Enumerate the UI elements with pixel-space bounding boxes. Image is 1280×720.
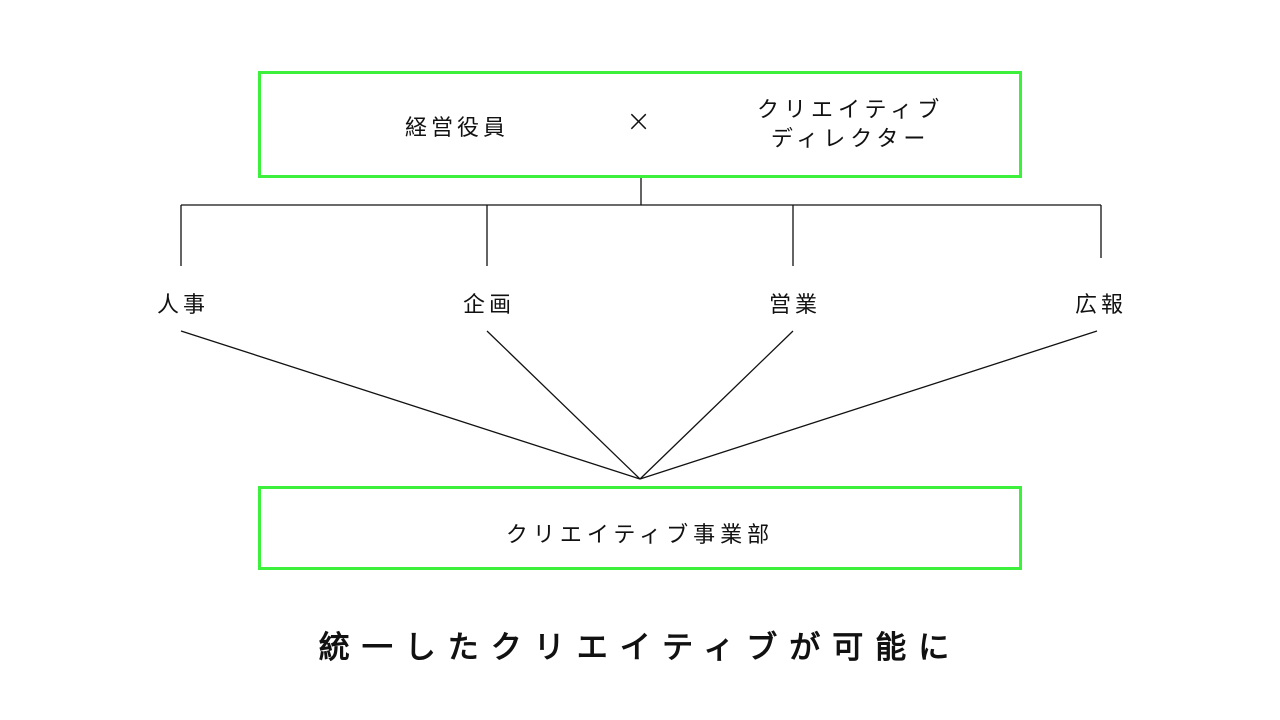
department-jinji: 人事 bbox=[156, 293, 210, 318]
department-kikaku: 企画 bbox=[462, 293, 516, 318]
converge-line-jinji bbox=[180, 330, 641, 480]
department-eigyo: 営業 bbox=[768, 293, 822, 318]
creative-director-label: クリエイティブ ディレクター bbox=[757, 96, 944, 154]
diagram-caption: 統一したクリエイティブが可能に bbox=[318, 630, 962, 666]
converge-line-eigyo bbox=[639, 330, 794, 480]
converge-line-kikaku bbox=[486, 330, 641, 480]
creative-division-box: クリエイティブ事業部 bbox=[258, 486, 1022, 570]
creative-director-line1: クリエイティブ bbox=[757, 98, 945, 123]
creative-division-label: クリエイティブ事業部 bbox=[505, 523, 775, 548]
top-leadership-box: 経営役員 × クリエイティブ ディレクター bbox=[258, 71, 1022, 178]
creative-director-line2: ディレクター bbox=[770, 127, 931, 152]
executive-label: 経営役員 bbox=[405, 116, 510, 141]
department-koho: 広報 bbox=[1074, 293, 1128, 318]
times-icon: × bbox=[626, 104, 652, 139]
converge-line-koho bbox=[639, 330, 1098, 480]
